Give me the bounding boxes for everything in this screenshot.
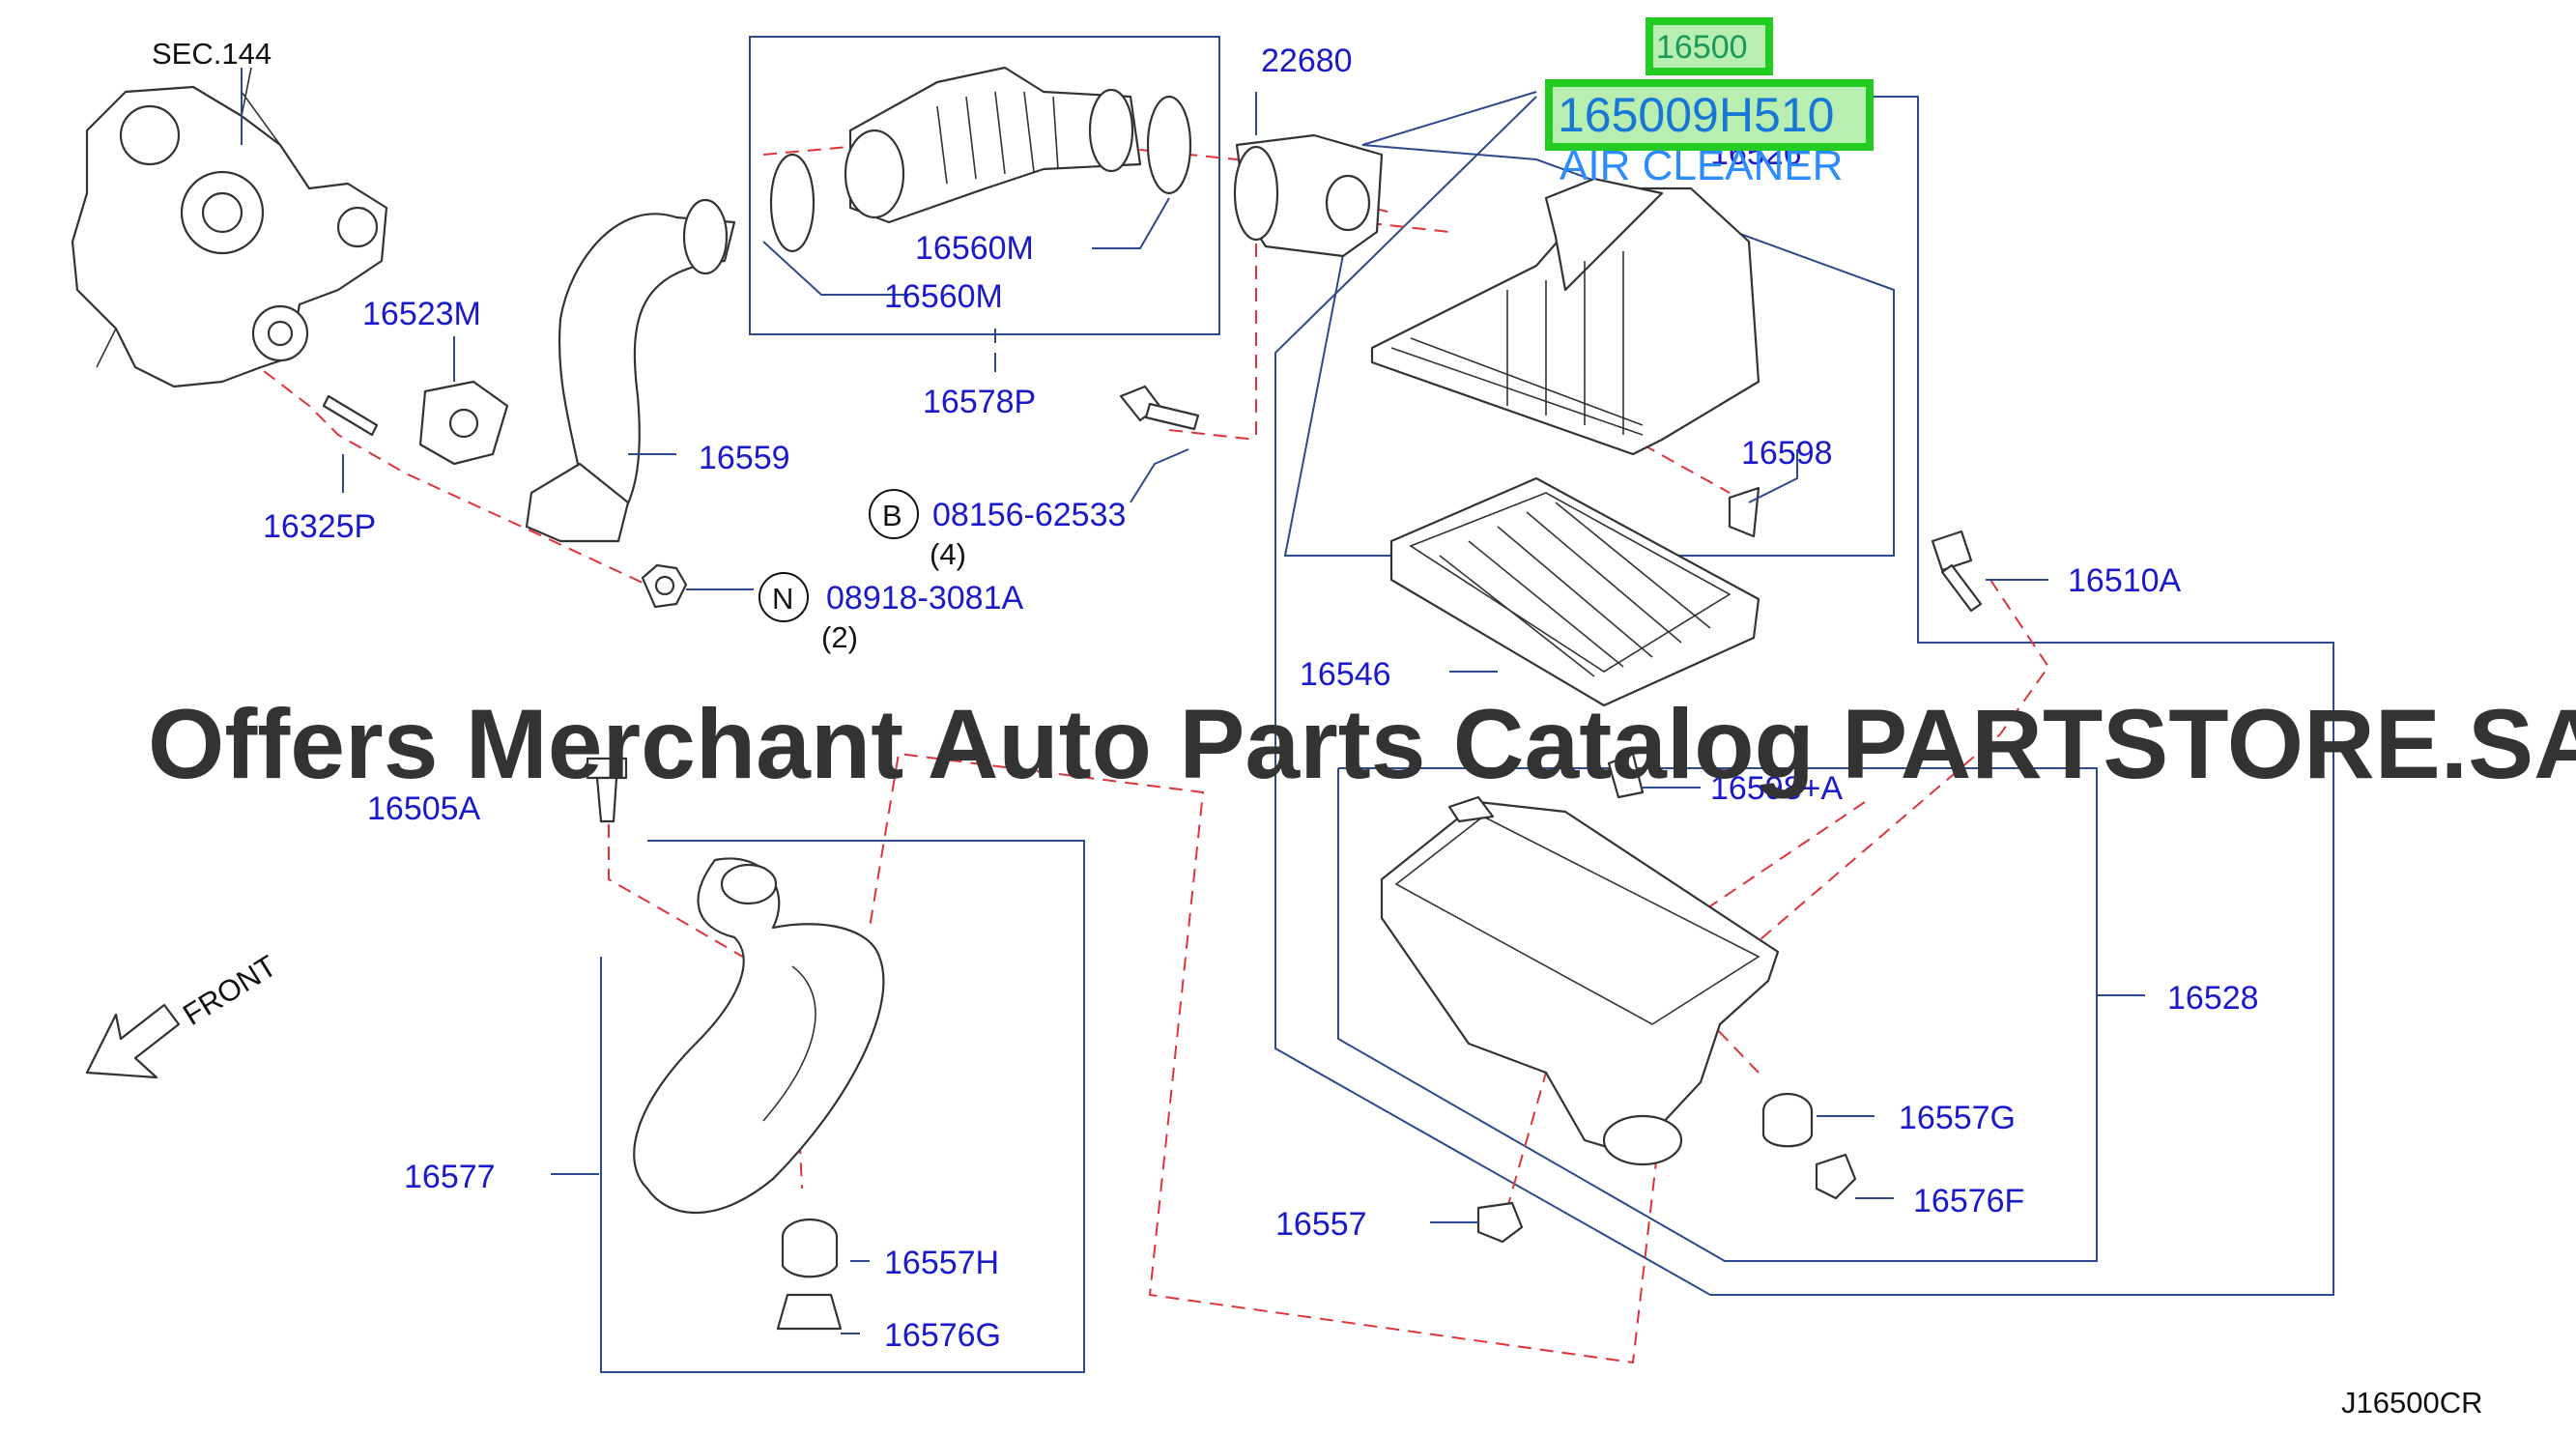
label-16577[interactable]: 16577 bbox=[404, 1159, 496, 1195]
part-bolt-08156 bbox=[1119, 385, 1200, 431]
part-grommet-16557 bbox=[1476, 1201, 1524, 1244]
highlight-box-group bbox=[1646, 17, 1773, 75]
part-insulator-16576f bbox=[1815, 1153, 1857, 1200]
label-16557g[interactable]: 16557G bbox=[1899, 1100, 2016, 1136]
nut-symbol: N bbox=[772, 582, 793, 616]
part-turbocharger bbox=[71, 67, 388, 388]
label-16557h[interactable]: 16557H bbox=[884, 1245, 999, 1281]
highlight-group[interactable]: 16500 16526 165009H510 AIR CLEANER bbox=[1545, 17, 1874, 189]
part-gasket-16523m bbox=[418, 380, 509, 466]
label-group-number[interactable]: 16500 bbox=[1656, 29, 1748, 66]
part-clip-16598a bbox=[1607, 752, 1645, 799]
frame-16577 bbox=[600, 840, 1085, 1373]
frame-16528 bbox=[1337, 767, 2098, 1262]
highlight-box-part bbox=[1545, 79, 1874, 151]
part-clip-16598 bbox=[1728, 486, 1760, 538]
part-adapter-22680 bbox=[1233, 133, 1384, 258]
label-16578p[interactable]: 16578P bbox=[923, 384, 1036, 420]
label-16510a[interactable]: 16510A bbox=[2068, 562, 2182, 599]
label-16559[interactable]: 16559 bbox=[699, 440, 790, 476]
label-08156-qty: (4) bbox=[930, 537, 966, 571]
leader-lines bbox=[241, 68, 2145, 1334]
label-16505a[interactable]: 16505A bbox=[367, 790, 481, 827]
part-nut-08918 bbox=[641, 563, 688, 609]
nut-symbol-circle bbox=[758, 572, 809, 622]
label-part-number[interactable]: 165009H510 bbox=[1558, 88, 1834, 142]
label-16560m-lower[interactable]: 16560M bbox=[884, 278, 1003, 315]
frame-16578p bbox=[749, 36, 1220, 335]
label-08918-qty: (2) bbox=[821, 620, 858, 654]
part-filter-16546 bbox=[1389, 476, 1760, 707]
front-indicator: FRONT bbox=[85, 949, 282, 1079]
label-16576f[interactable]: 16576F bbox=[1913, 1183, 2024, 1219]
label-section-ref: SEC.144 bbox=[152, 37, 272, 71]
front-arrow-icon bbox=[85, 1003, 181, 1079]
label-16598[interactable]: 16598 bbox=[1741, 435, 1833, 472]
drawing-code: J16500CR bbox=[2341, 1386, 2482, 1420]
part-air-cleaner-cover bbox=[1370, 177, 1760, 456]
watermark: Offers Merchant Auto Parts Catalog PARTS… bbox=[148, 689, 2576, 799]
frame-air-cleaner-main bbox=[1274, 96, 2334, 1296]
part-duct-16578p bbox=[769, 66, 1192, 253]
part-stud-16325p bbox=[322, 394, 379, 437]
label-08918-3081a[interactable]: 08918-3081A bbox=[826, 580, 1024, 617]
bolt-symbol: B bbox=[882, 499, 902, 532]
label-part-name: AIR CLEANER bbox=[1560, 142, 1843, 189]
bolt-symbol-circle bbox=[869, 489, 919, 539]
label-16557[interactable]: 16557 bbox=[1275, 1206, 1367, 1243]
part-hose-16559 bbox=[525, 198, 736, 543]
part-bolt-16505a bbox=[586, 757, 628, 823]
label-16598a[interactable]: 16598+A bbox=[1710, 770, 1843, 807]
label-16546[interactable]: 16546 bbox=[1300, 656, 1391, 693]
label-22680[interactable]: 22680 bbox=[1261, 43, 1353, 79]
part-bolt-16510a bbox=[1931, 530, 1983, 613]
part-grommet-16557h bbox=[781, 1218, 839, 1278]
label-16560m-upper[interactable]: 16560M bbox=[915, 230, 1034, 267]
part-grommet-16557g bbox=[1761, 1092, 1814, 1148]
part-lower-case-16528 bbox=[1380, 795, 1780, 1166]
part-labels: SEC.144 22680 16560M 16560M 16578P 16523… bbox=[152, 37, 2259, 1354]
label-08156-62533[interactable]: 08156-62533 bbox=[932, 497, 1126, 533]
part-duct-16577 bbox=[633, 857, 885, 1214]
label-16523m[interactable]: 16523M bbox=[362, 296, 481, 332]
group-frames bbox=[600, 36, 2334, 1373]
part-insulator-16576g bbox=[776, 1293, 843, 1331]
label-16325p[interactable]: 16325P bbox=[263, 508, 376, 545]
label-16576g[interactable]: 16576G bbox=[884, 1317, 1001, 1354]
label-16528[interactable]: 16528 bbox=[2167, 980, 2259, 1017]
front-label: FRONT bbox=[177, 949, 282, 1032]
frame-air-cleaner-upper bbox=[1283, 91, 1895, 557]
